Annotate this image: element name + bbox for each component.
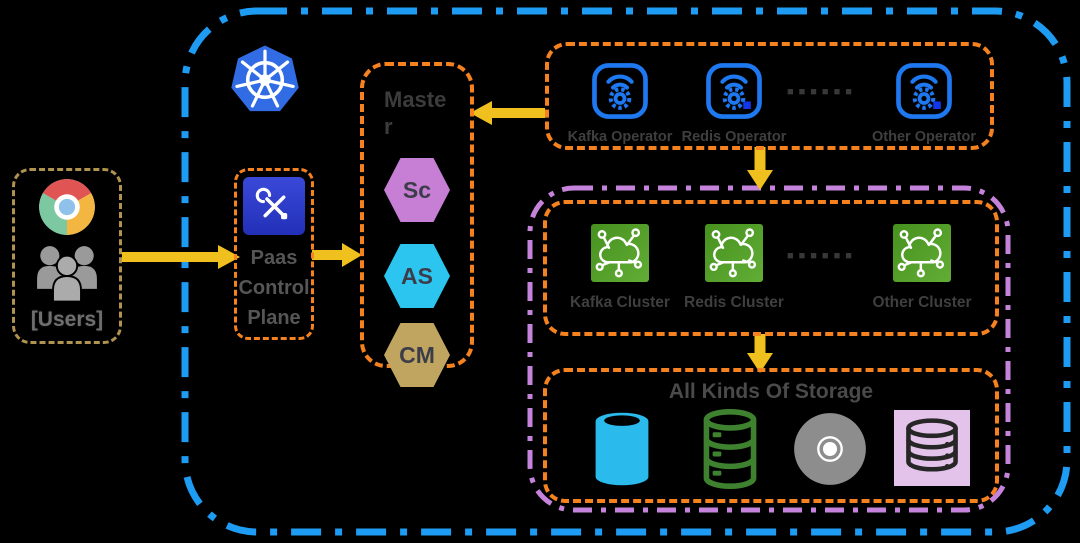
kubernetes-icon <box>229 44 301 116</box>
arrow-clusters-to-storage <box>747 334 773 373</box>
redis-cluster-label: Redis Cluster <box>684 294 784 311</box>
users-box: [Users] <box>12 168 122 344</box>
other-cluster-icon <box>893 224 951 282</box>
other-operator-item: Other Operator <box>859 62 989 145</box>
object-storage-icon <box>894 410 970 486</box>
kafka-operator-item: Kafka Operator <box>555 62 685 145</box>
kubernetes-boundary-border <box>181 7 1071 536</box>
other-cluster-label: Other Cluster <box>872 294 972 311</box>
scheduler-hexagon: Sc <box>384 158 450 222</box>
apiserver-label: AS <box>401 262 433 289</box>
kafka-operator-icon <box>591 62 649 120</box>
users-group-icon <box>32 238 102 304</box>
apiserver-hexagon: AS <box>384 244 450 308</box>
redis-operator-label: Redis Operator <box>681 129 787 145</box>
arrow-paas-to-master <box>312 243 362 267</box>
arrow-users-to-paas <box>122 245 240 269</box>
redis-cluster-icon <box>705 224 763 282</box>
master-box: Master Sc AS CM <box>360 62 474 387</box>
tools-icon <box>243 177 305 235</box>
kafka-cluster-icon <box>591 224 649 282</box>
disk-storage-icon <box>791 410 869 488</box>
other-operator-label: Other Operator <box>872 129 976 145</box>
redis-operator-item: Redis Operator <box>669 62 799 145</box>
arrow-operators-to-master <box>470 101 545 125</box>
arrow-operators-to-clusters <box>747 147 773 190</box>
chrome-icon <box>38 178 96 236</box>
other-operator-icon <box>895 62 953 120</box>
managed-group-border <box>527 185 1011 513</box>
kafka-operator-label: Kafka Operator <box>567 129 673 145</box>
operators-box: Kafka Operator Redis Operator ■■■■■■ <box>545 42 994 150</box>
clusters-ellipsis: ■■■■■■ <box>787 250 857 262</box>
storage-title: All Kinds Of Storage <box>668 380 874 403</box>
other-cluster-item: Other Cluster <box>857 224 987 312</box>
redis-operator-icon <box>705 62 763 120</box>
block-storage-icon <box>589 408 655 490</box>
database-storage-icon <box>699 408 761 490</box>
storage-box: All Kinds Of Storage <box>543 368 999 503</box>
redis-cluster-item: Redis Cluster <box>669 224 799 312</box>
master-title: Master <box>384 87 447 139</box>
kafka-cluster-label: Kafka Cluster <box>570 294 670 311</box>
users-label: [Users] <box>30 308 104 331</box>
operators-ellipsis: ■■■■■■ <box>787 86 857 98</box>
clusters-box: Kafka Cluster <box>543 200 999 336</box>
controller-manager-label: CM <box>399 341 435 368</box>
kafka-cluster-item: Kafka Cluster <box>555 224 685 312</box>
paas-control-plane-label: Paas Control Plane <box>238 247 310 329</box>
paas-control-plane-box: Paas Control Plane <box>234 168 314 340</box>
scheduler-label: Sc <box>402 176 432 203</box>
